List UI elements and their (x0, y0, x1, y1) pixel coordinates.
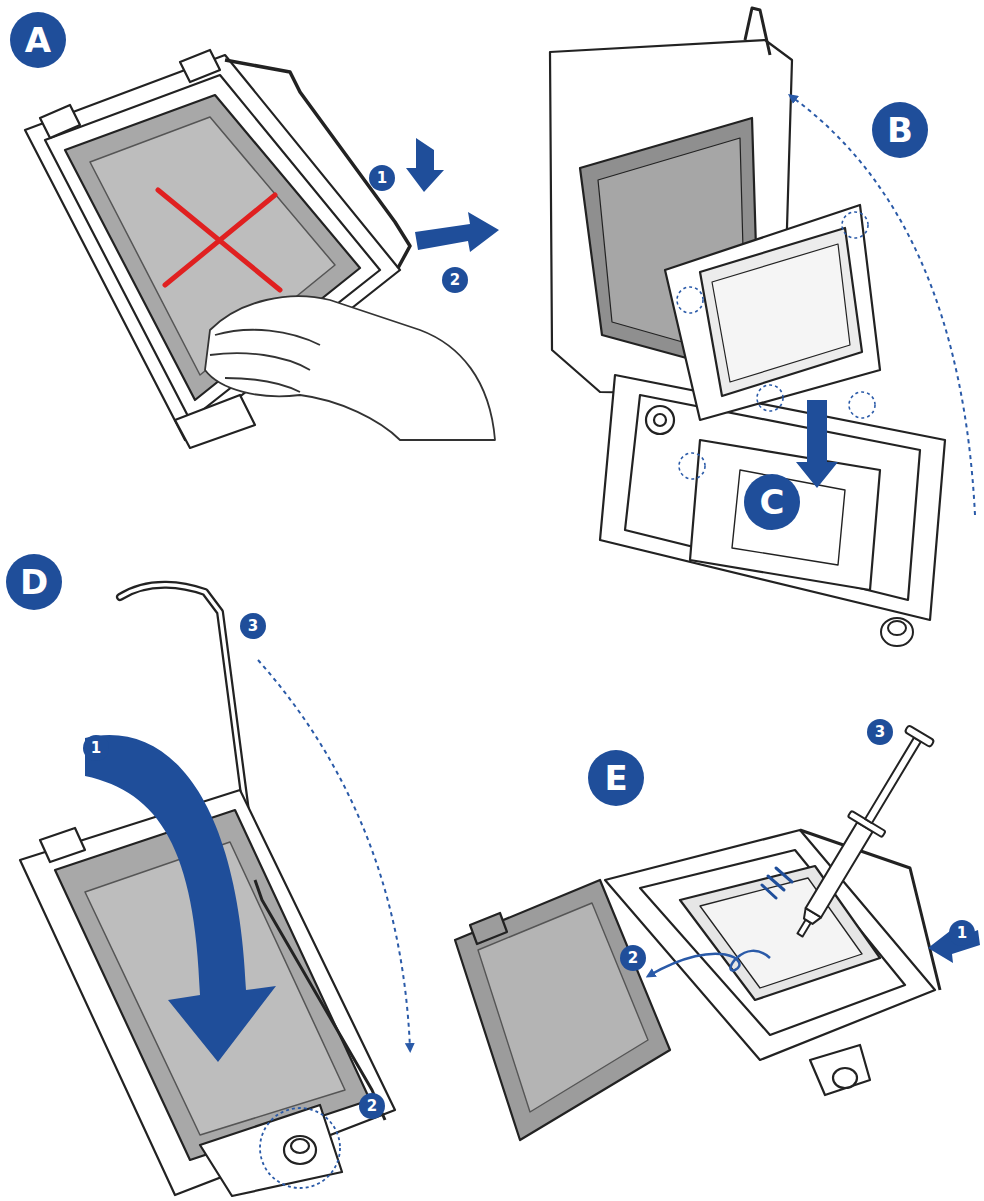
socket-closed-d-part (291, 1139, 309, 1153)
step-letter-text: B (887, 113, 913, 147)
notch-circle-part (679, 453, 705, 479)
callout-number: 3 (240, 613, 266, 639)
callout-number: 1 (949, 920, 975, 946)
socket-e-part (833, 1068, 857, 1088)
removed-cover-part (470, 913, 507, 944)
callout-number-text: 1 (377, 171, 387, 186)
cpu-chip-part (700, 228, 862, 396)
socket-closed-d-part (255, 880, 385, 1120)
callout-number-text: 3 (248, 619, 258, 634)
callout-number-text: 1 (957, 926, 967, 941)
direction-arrow-part (415, 212, 499, 252)
socket-base-b-part (690, 440, 880, 590)
paste-marks (762, 868, 792, 898)
paste-syringe-part (905, 725, 935, 747)
socket-closed-d-part (284, 1136, 316, 1164)
socket-base-b-part (625, 395, 920, 600)
socket-e-part (680, 866, 880, 1000)
callout-number-text: 2 (450, 273, 460, 288)
hand-part (205, 296, 495, 440)
socket-base-b-part (646, 406, 674, 434)
callout-number: 3 (867, 719, 893, 745)
step-letter: D (6, 554, 62, 610)
socket-base-b-part (654, 414, 666, 426)
socket-e-part (640, 850, 905, 1035)
cpu-chip (665, 205, 880, 420)
paste-marks-part (776, 868, 792, 882)
hand (205, 296, 495, 440)
step-letter: A (10, 12, 66, 68)
socket-closed-a-part (175, 395, 255, 448)
direction-arrow (85, 735, 276, 1062)
callout-number-text: 2 (628, 951, 638, 966)
load-plate-open-part (745, 8, 770, 55)
step-letter: B (872, 102, 928, 158)
step-letter: E (588, 750, 644, 806)
hand-part (210, 353, 310, 370)
paste-syringe-part (865, 738, 921, 824)
callout-number: 1 (83, 735, 109, 761)
paste-syringe-part (806, 822, 873, 917)
callout-number: 2 (620, 945, 646, 971)
callout-number-text: 3 (875, 725, 885, 740)
direction-arrow-part (406, 138, 444, 192)
highlight-circle (260, 1108, 340, 1188)
callout-number-text: 1 (91, 741, 101, 756)
cpu-chip-part (665, 205, 880, 420)
screw-part (888, 621, 906, 635)
socket-e (605, 830, 940, 1095)
swing-arc (258, 660, 410, 1048)
socket-closed-a-part (180, 50, 220, 82)
socket-base-b (600, 375, 945, 620)
paste-marks-part (762, 885, 776, 898)
socket-e-part (700, 878, 862, 988)
step-letter-text: C (760, 485, 785, 519)
step-letter-text: A (25, 23, 51, 57)
socket-e-part (810, 1045, 870, 1095)
hand-part (225, 378, 300, 392)
socket-closed-d-part (40, 828, 85, 862)
callout-number: 2 (442, 267, 468, 293)
swing-arc (792, 97, 975, 515)
paste-marks-part (768, 876, 784, 890)
socket-closed-a-part (40, 105, 80, 138)
paste-syringe (783, 722, 939, 945)
screw-part (881, 618, 913, 646)
notch-circle (677, 212, 875, 479)
callout-number: 2 (359, 1093, 385, 1119)
notch-circle-part (677, 287, 703, 313)
socket-e-part (605, 830, 935, 1060)
socket-base-b-part (732, 470, 845, 565)
direction-arrow-part (796, 400, 838, 488)
direction-arrow (406, 138, 499, 252)
socket-closed-d-part (200, 1105, 342, 1196)
socket-base-b-part (600, 375, 945, 620)
cpu-chip-part (712, 244, 850, 382)
notch-circle-part (849, 392, 875, 418)
red-cross-part (165, 195, 275, 285)
step-letter: C (744, 474, 800, 530)
red-cross-part (158, 190, 280, 290)
callout-number: 1 (369, 165, 395, 191)
step-letter-text: D (20, 565, 48, 599)
notch-circle-part (842, 212, 868, 238)
socket-closed-a-part (225, 60, 410, 268)
remove-arrow (650, 951, 770, 975)
hand-part (215, 330, 320, 345)
callout-number-text: 2 (367, 1099, 377, 1114)
red-cross (158, 190, 280, 290)
screw (881, 618, 913, 646)
direction-arrow (796, 400, 838, 488)
step-letter-text: E (604, 761, 627, 795)
notch-circle-part (757, 385, 783, 411)
